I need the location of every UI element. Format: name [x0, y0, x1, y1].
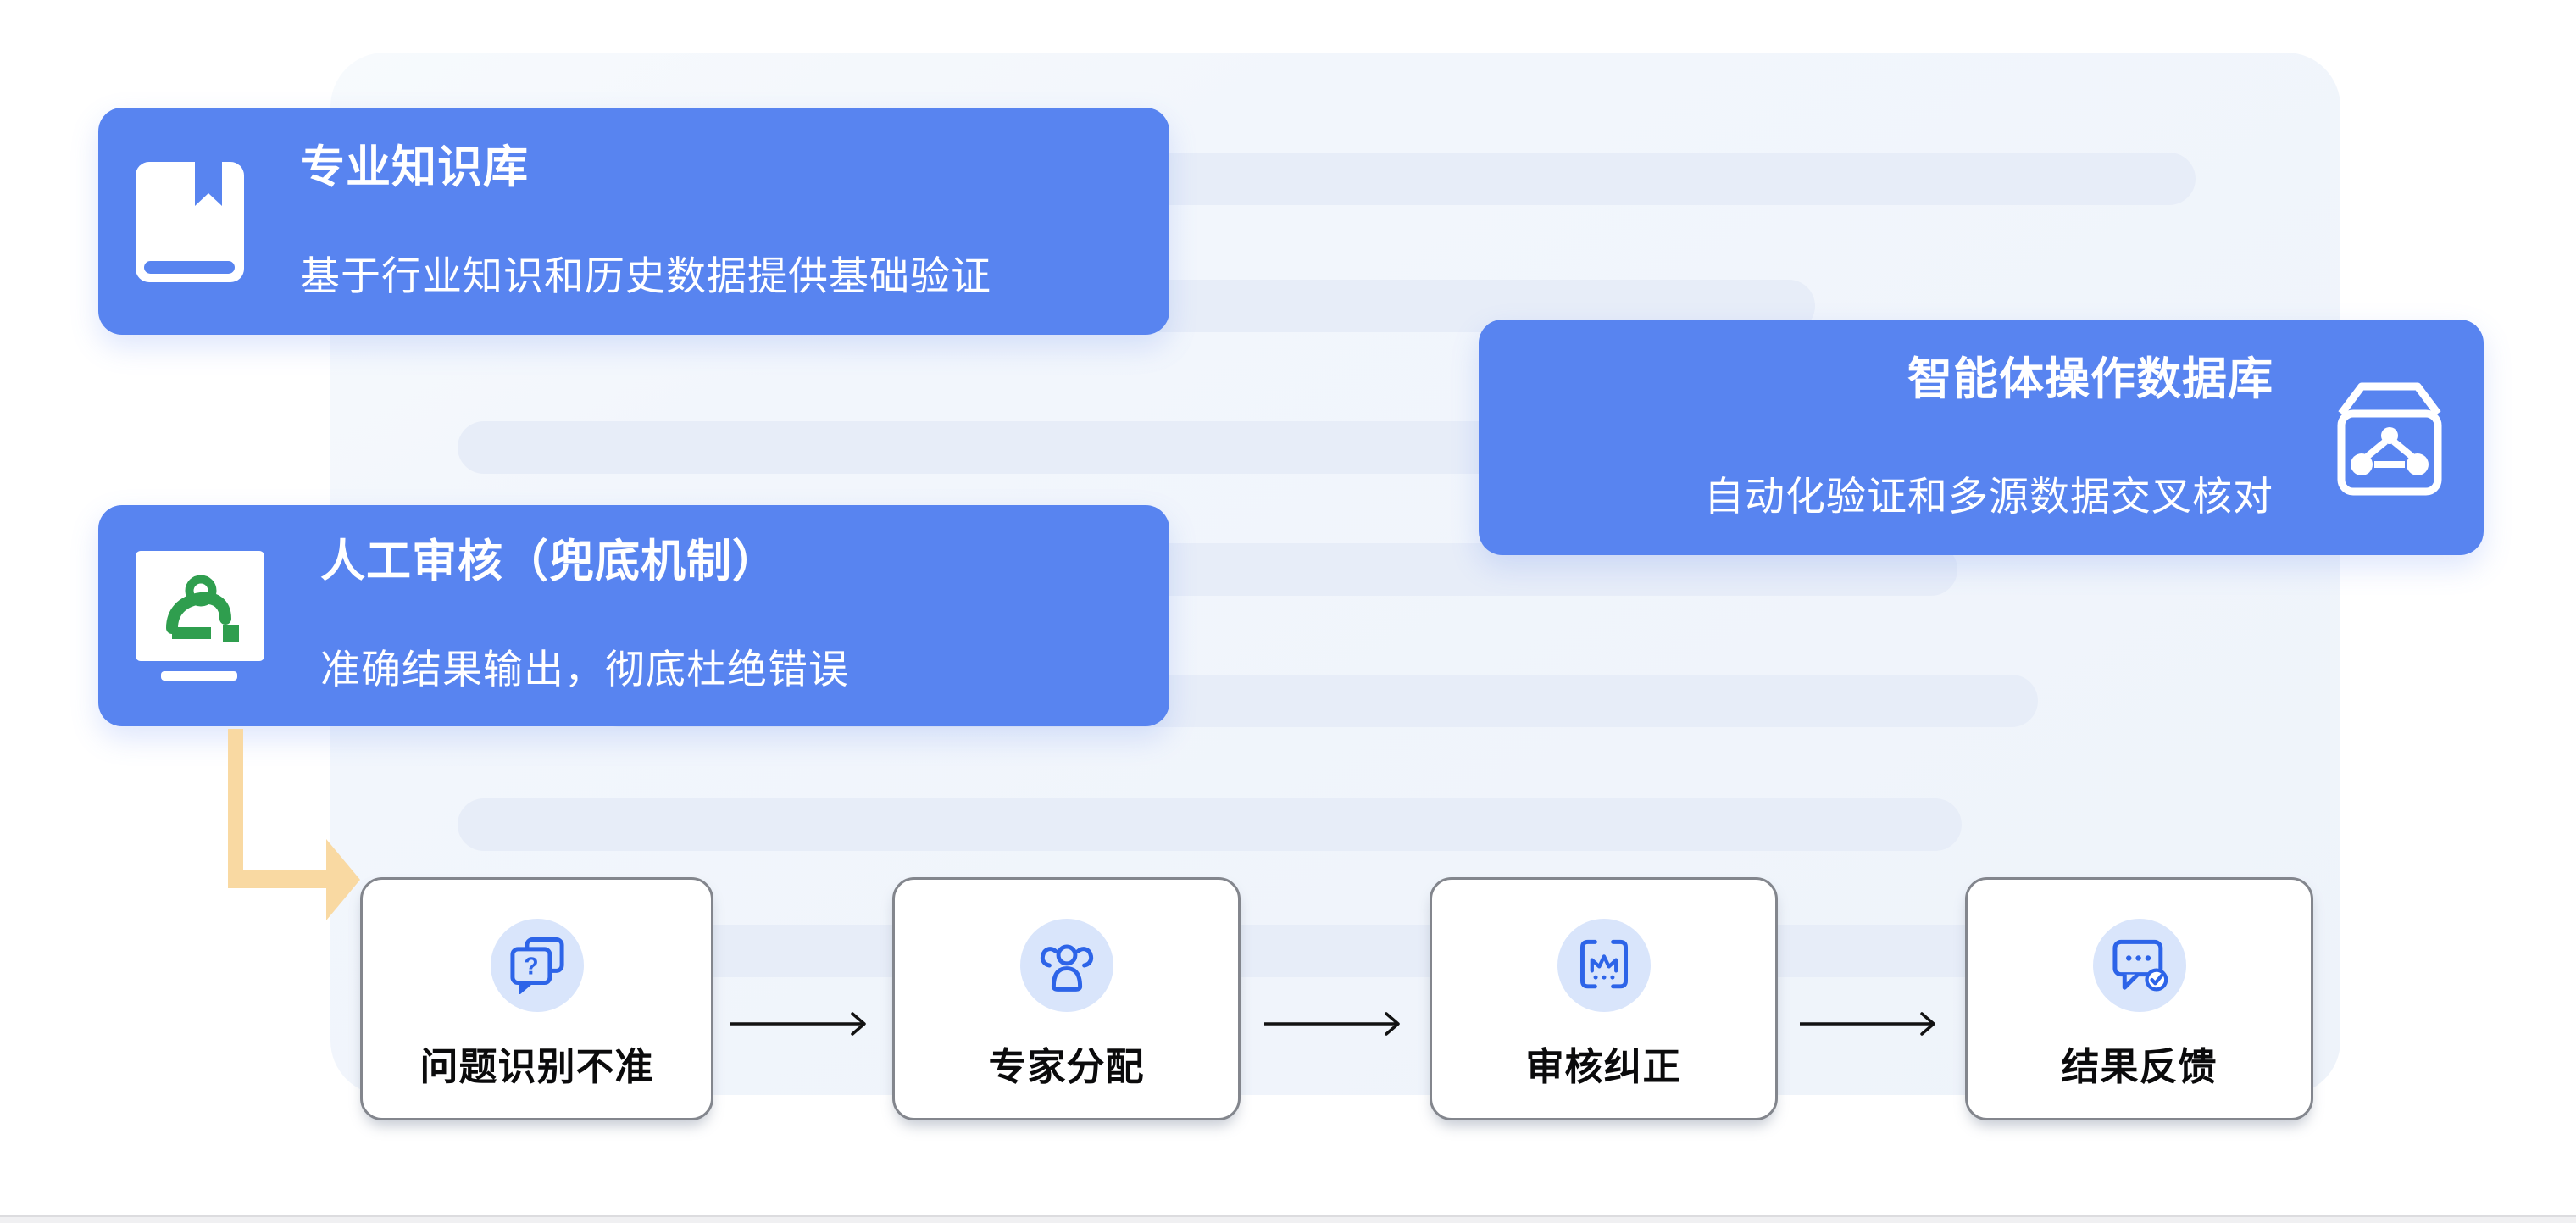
flow-arrow-icon [730, 1012, 866, 1036]
callout-subtitle: 准确结果输出，彻底杜绝错误 [320, 646, 849, 692]
experts-group-icon [1019, 919, 1113, 1012]
next-section-edge [0, 1217, 2576, 1223]
skeleton-bar [458, 798, 1962, 851]
flow-step-expert-assignment: 专家分配 [892, 877, 1241, 1120]
flow-step-label: 问题识别不准 [419, 1045, 654, 1088]
book-icon [136, 138, 244, 306]
section-divider [0, 1215, 2576, 1217]
reviewer-monitor-icon [136, 532, 264, 699]
callout-title: 人工审核（兜底机制） [320, 536, 778, 586]
elbow-arrow-icon [228, 729, 360, 920]
feedback-check-icon [2092, 919, 2186, 1012]
callout-subtitle: 自动化验证和多源数据交叉核对 [1704, 473, 2273, 519]
flow-step-label: 审核纠正 [1525, 1045, 1682, 1088]
flow-step-result-feedback: 结果反馈 [1965, 877, 2313, 1120]
callout-title: 专业知识库 [300, 142, 529, 192]
flow-step-label: 专家分配 [988, 1045, 1145, 1088]
callout-card-human-review: 人工审核（兜底机制） 准确结果输出，彻底杜绝错误 [98, 505, 1169, 726]
callout-card-knowledge-base: 专业知识库 基于行业知识和历史数据提供基础验证 [98, 108, 1169, 335]
flow-arrow-icon [1800, 1012, 1935, 1036]
svg-text:?: ? [524, 953, 538, 981]
callout-title: 智能体操作数据库 [1907, 354, 2273, 404]
flow-step-label: 结果反馈 [2061, 1045, 2218, 1088]
dataset-cube-chart-icon [2326, 350, 2453, 526]
flow-arrow-icon [1264, 1012, 1400, 1036]
flow-step-review-correction: 审核纠正 [1430, 877, 1778, 1120]
audit-correct-icon [1557, 919, 1651, 1012]
callout-subtitle: 基于行业知识和历史数据提供基础验证 [300, 253, 991, 298]
question-chat-icon: ? [490, 919, 584, 1012]
callout-card-agent-database: 智能体操作数据库 自动化验证和多源数据交叉核对 [1479, 320, 2484, 555]
flow-step-problem-detection: ? 问题识别不准 [360, 877, 713, 1120]
